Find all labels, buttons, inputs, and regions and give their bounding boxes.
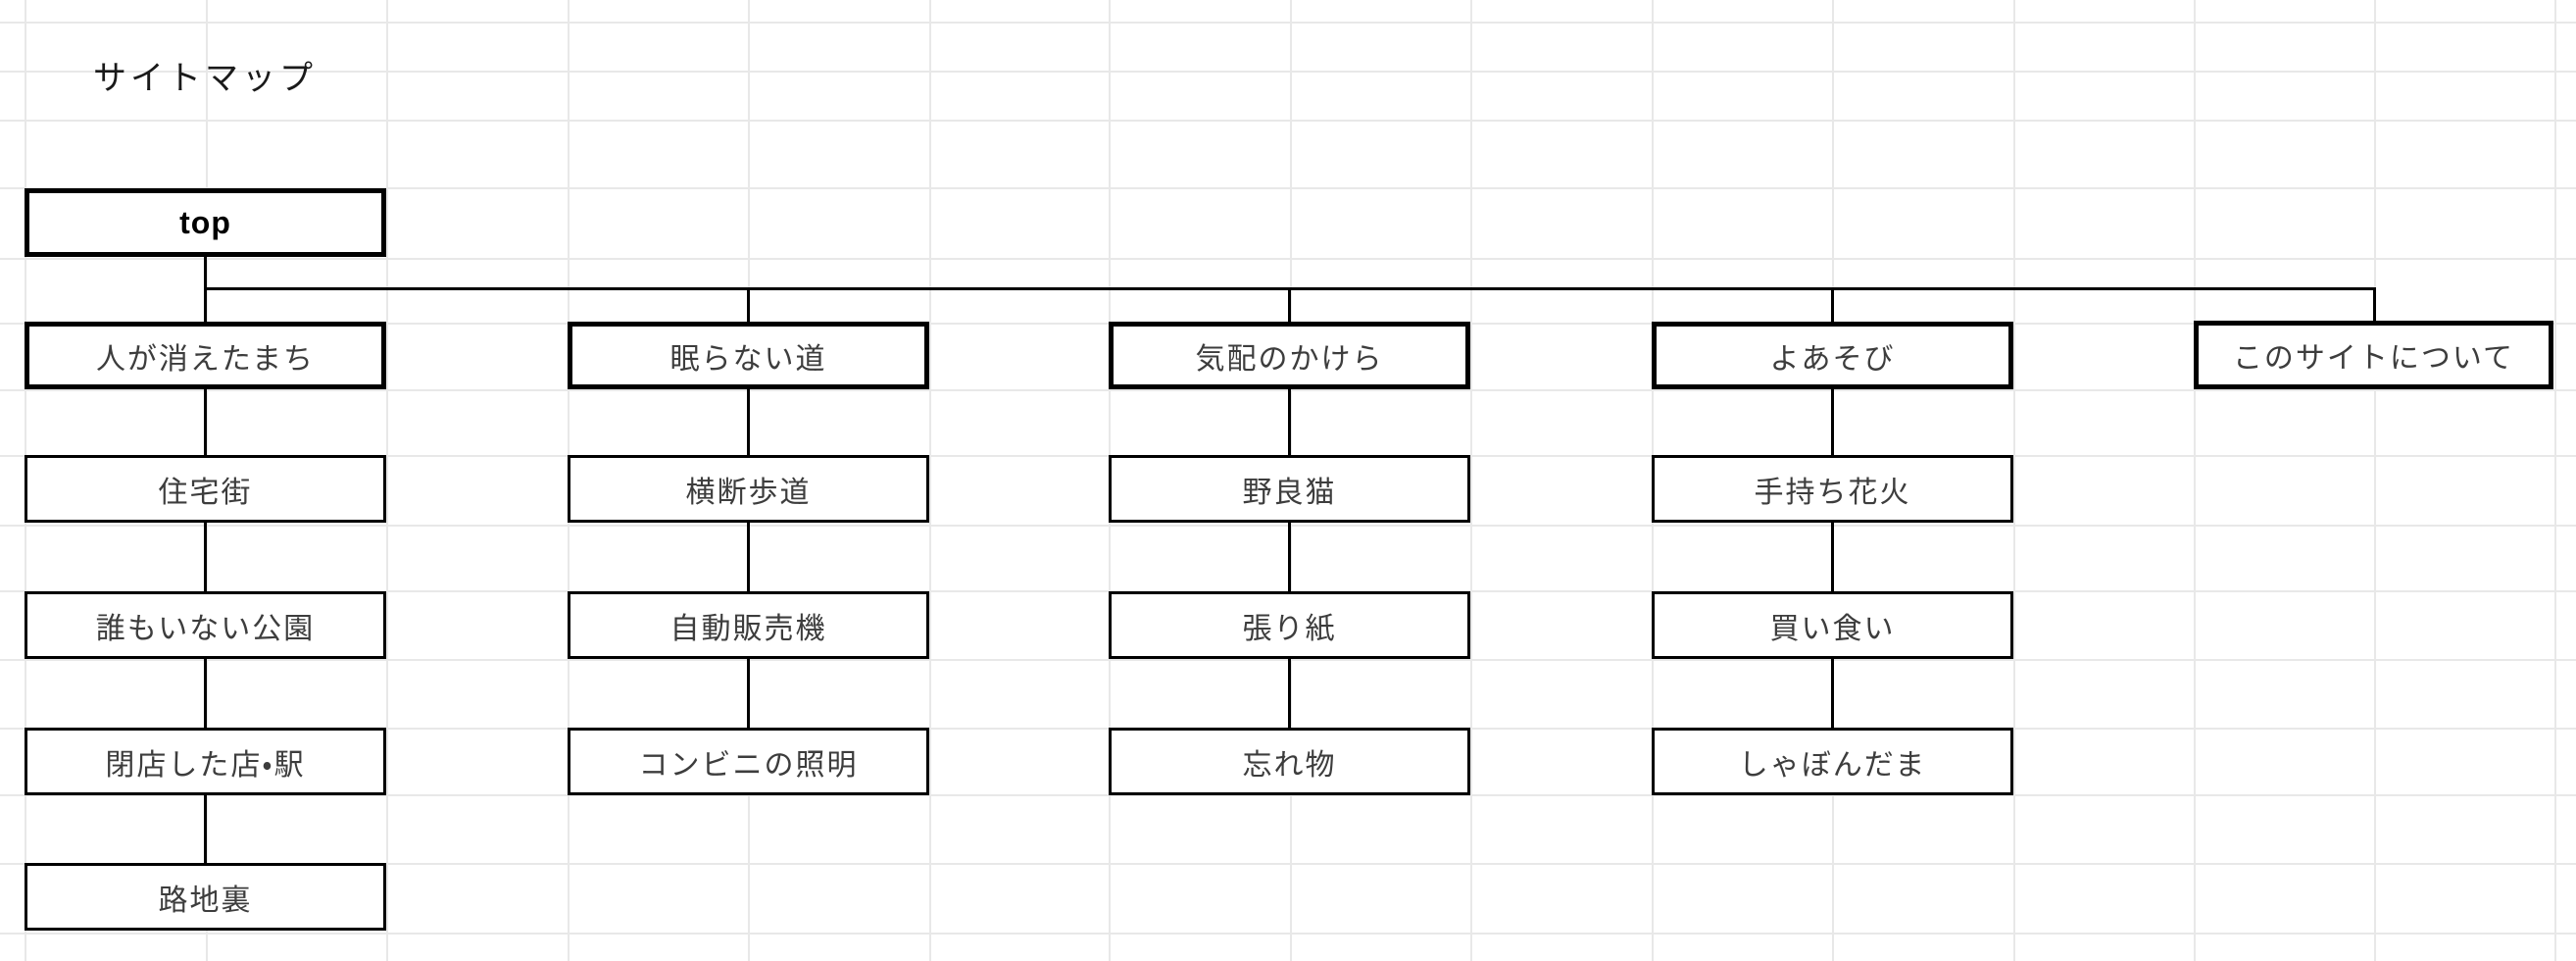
grid-line-vertical: [2194, 0, 2196, 961]
connector-root-drop: [204, 257, 207, 322]
grid-line-vertical: [2554, 0, 2556, 961]
connector-col3-link: [1288, 387, 1291, 455]
connector-col4-link: [1831, 387, 1834, 455]
connector-col1-link: [204, 657, 207, 728]
node-page: 住宅街: [25, 455, 386, 523]
node-page: 自動販売機: [568, 591, 929, 659]
grid-line-vertical: [2374, 0, 2376, 961]
grid-line-vertical: [386, 0, 388, 961]
node-page: 路地裏: [25, 863, 386, 931]
grid-line-horizontal: [0, 258, 2576, 260]
connector-col5-drop: [2373, 287, 2376, 322]
grid-line-vertical: [2013, 0, 2015, 961]
node-page: 忘れ物: [1109, 728, 1470, 795]
node-section-3: 気配のかけら: [1109, 322, 1470, 389]
node-top: top: [25, 188, 386, 257]
node-page: 野良猫: [1109, 455, 1470, 523]
connector-col3-link: [1288, 657, 1291, 728]
page-title: サイトマップ: [93, 60, 317, 97]
node-section-1: 人が消えたまち: [25, 322, 386, 389]
grid-line-horizontal: [0, 22, 2576, 24]
connector-col2-link: [747, 521, 750, 591]
node-page: 買い食い: [1652, 591, 2013, 659]
connector-col4-link: [1831, 521, 1834, 591]
connector-col1-link: [204, 793, 207, 863]
node-page: しゃぼんだま: [1652, 728, 2013, 795]
grid-line-horizontal: [0, 933, 2576, 935]
node-page: コンビニの照明: [568, 728, 929, 795]
node-section-4: よあそび: [1652, 322, 2013, 389]
node-section-2: 眠らない道: [568, 322, 929, 389]
node-page: 誰もいない公園: [25, 591, 386, 659]
grid-line-vertical: [929, 0, 931, 961]
connector-col2-link: [747, 387, 750, 455]
connector-col3-link: [1288, 521, 1291, 591]
grid-line-horizontal: [0, 863, 2576, 865]
grid-line-horizontal: [0, 120, 2576, 122]
connector-col3-drop: [1288, 287, 1291, 322]
node-page: 手持ち花火: [1652, 455, 2013, 523]
node-page: 張り紙: [1109, 591, 1470, 659]
connector-col1-link: [204, 387, 207, 455]
node-section-5: このサイトについて: [2194, 321, 2553, 389]
node-page: 横断歩道: [568, 455, 929, 523]
connector-col1-link: [204, 521, 207, 591]
connector-col2-link: [747, 657, 750, 728]
grid-line-horizontal: [0, 187, 2576, 189]
connector-col4-link: [1831, 657, 1834, 728]
grid-line-vertical: [1470, 0, 1472, 961]
grid-line-horizontal: [0, 71, 2576, 73]
connector-col2-drop: [747, 287, 750, 322]
node-page: 閉店した店・駅: [25, 728, 386, 795]
connector-col4-drop: [1831, 287, 1834, 322]
grid-line-horizontal: [0, 794, 2576, 796]
